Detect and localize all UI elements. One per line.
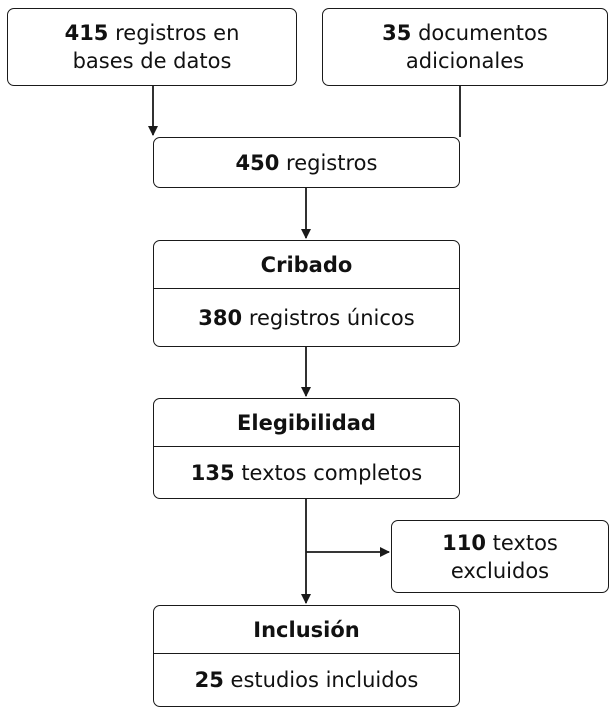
screening-text: registros únicos: [242, 305, 415, 330]
screening-count: 380: [198, 305, 243, 330]
inclusion-text: estudios incluidos: [223, 668, 419, 692]
screening-box: Cribado 380 registros únicos: [153, 240, 460, 347]
additional-documents-line1: documentos: [411, 21, 548, 45]
records-databases-line1: registros en: [108, 21, 240, 45]
inclusion-title: Inclusión: [154, 606, 459, 654]
eligibility-title: Elegibilidad: [154, 399, 459, 447]
excluded-texts-count: 110: [442, 530, 486, 555]
additional-documents-box: 35 documentos adicionales: [322, 8, 608, 86]
total-records-count: 450: [235, 150, 280, 175]
excluded-texts-line1: textos: [485, 530, 558, 555]
records-databases-line2: bases de datos: [72, 49, 232, 73]
excluded-texts-box: 110 textos excluidos: [391, 520, 609, 593]
eligibility-box: Elegibilidad 135 textos completos: [153, 398, 460, 499]
eligibility-count: 135: [190, 460, 235, 485]
additional-documents-line2: adicionales: [405, 49, 525, 73]
eligibility-text: textos completos: [234, 460, 423, 485]
total-records-text: registros: [279, 150, 378, 175]
total-records-box: 450 registros: [153, 137, 460, 188]
records-databases-count: 415: [64, 21, 109, 45]
inclusion-count: 25: [194, 668, 224, 692]
inclusion-box: Inclusión 25 estudios incluidos: [153, 605, 460, 707]
excluded-texts-line2: excluidos: [450, 558, 550, 583]
additional-documents-count: 35: [382, 21, 412, 45]
records-databases-box: 415 registros en bases de datos: [7, 8, 297, 86]
screening-title: Cribado: [154, 241, 459, 289]
